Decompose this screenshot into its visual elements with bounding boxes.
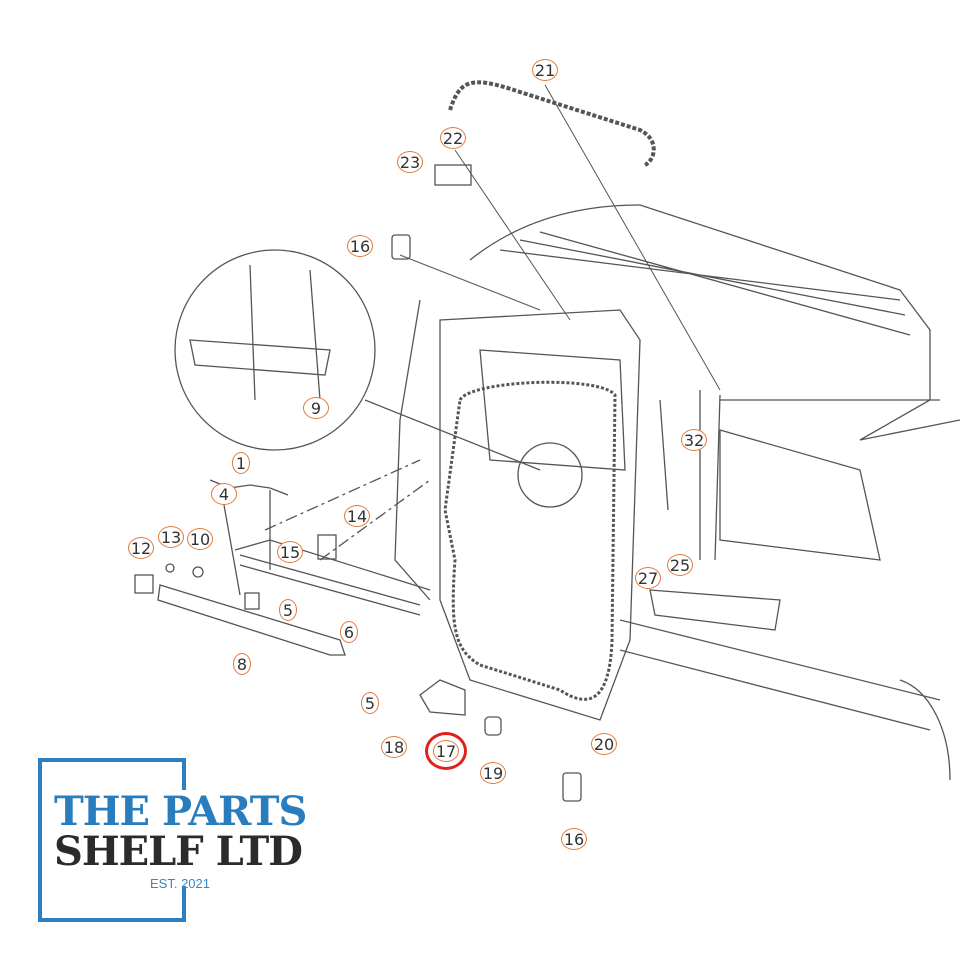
callout-14[interactable]: 14 (344, 505, 370, 527)
callout-16-top[interactable]: 16 (347, 235, 373, 257)
callout-5-upper[interactable]: 5 (279, 599, 297, 621)
callout-9[interactable]: 9 (303, 397, 329, 419)
callout-17-highlighted[interactable]: 17 (425, 732, 467, 770)
callout-10[interactable]: 10 (187, 528, 213, 550)
callout-27[interactable]: 27 (635, 567, 661, 589)
van-roof (469, 204, 931, 441)
callout-12[interactable]: 12 (128, 537, 154, 559)
door-inner (479, 349, 626, 471)
callout-16-bottom[interactable]: 16 (561, 828, 587, 850)
callout-22[interactable]: 22 (440, 127, 466, 149)
callout-23[interactable]: 23 (397, 151, 423, 173)
callout-4[interactable]: 4 (211, 483, 237, 505)
rail-21 (448, 80, 656, 167)
callout-21[interactable]: 21 (532, 59, 558, 81)
callout-15[interactable]: 15 (277, 541, 303, 563)
callout-19[interactable]: 19 (480, 762, 506, 784)
callout-5-lower[interactable]: 5 (361, 692, 379, 714)
van-side (394, 299, 960, 601)
callout-20[interactable]: 20 (591, 733, 617, 755)
callout-6[interactable]: 6 (340, 621, 358, 643)
door-seal-20 (443, 380, 617, 701)
door-frame (439, 309, 641, 721)
logo-est: EST. 2021 (150, 876, 210, 891)
callout-13[interactable]: 13 (158, 526, 184, 548)
rear-window (719, 429, 881, 561)
sliding-rail (234, 539, 431, 616)
callout-8[interactable]: 8 (233, 653, 251, 675)
logo-line1: THE PARTS (54, 788, 307, 835)
callout-25[interactable]: 25 (667, 554, 693, 576)
logo-line2: SHELF LTD (54, 828, 303, 875)
detail-zoom-circle (174, 249, 376, 451)
callout-32[interactable]: 32 (681, 429, 707, 451)
callout-18[interactable]: 18 (381, 736, 407, 758)
callout-1[interactable]: 1 (232, 452, 250, 474)
logo-frame-gap (180, 790, 190, 886)
cover-strip-8 (157, 584, 346, 656)
